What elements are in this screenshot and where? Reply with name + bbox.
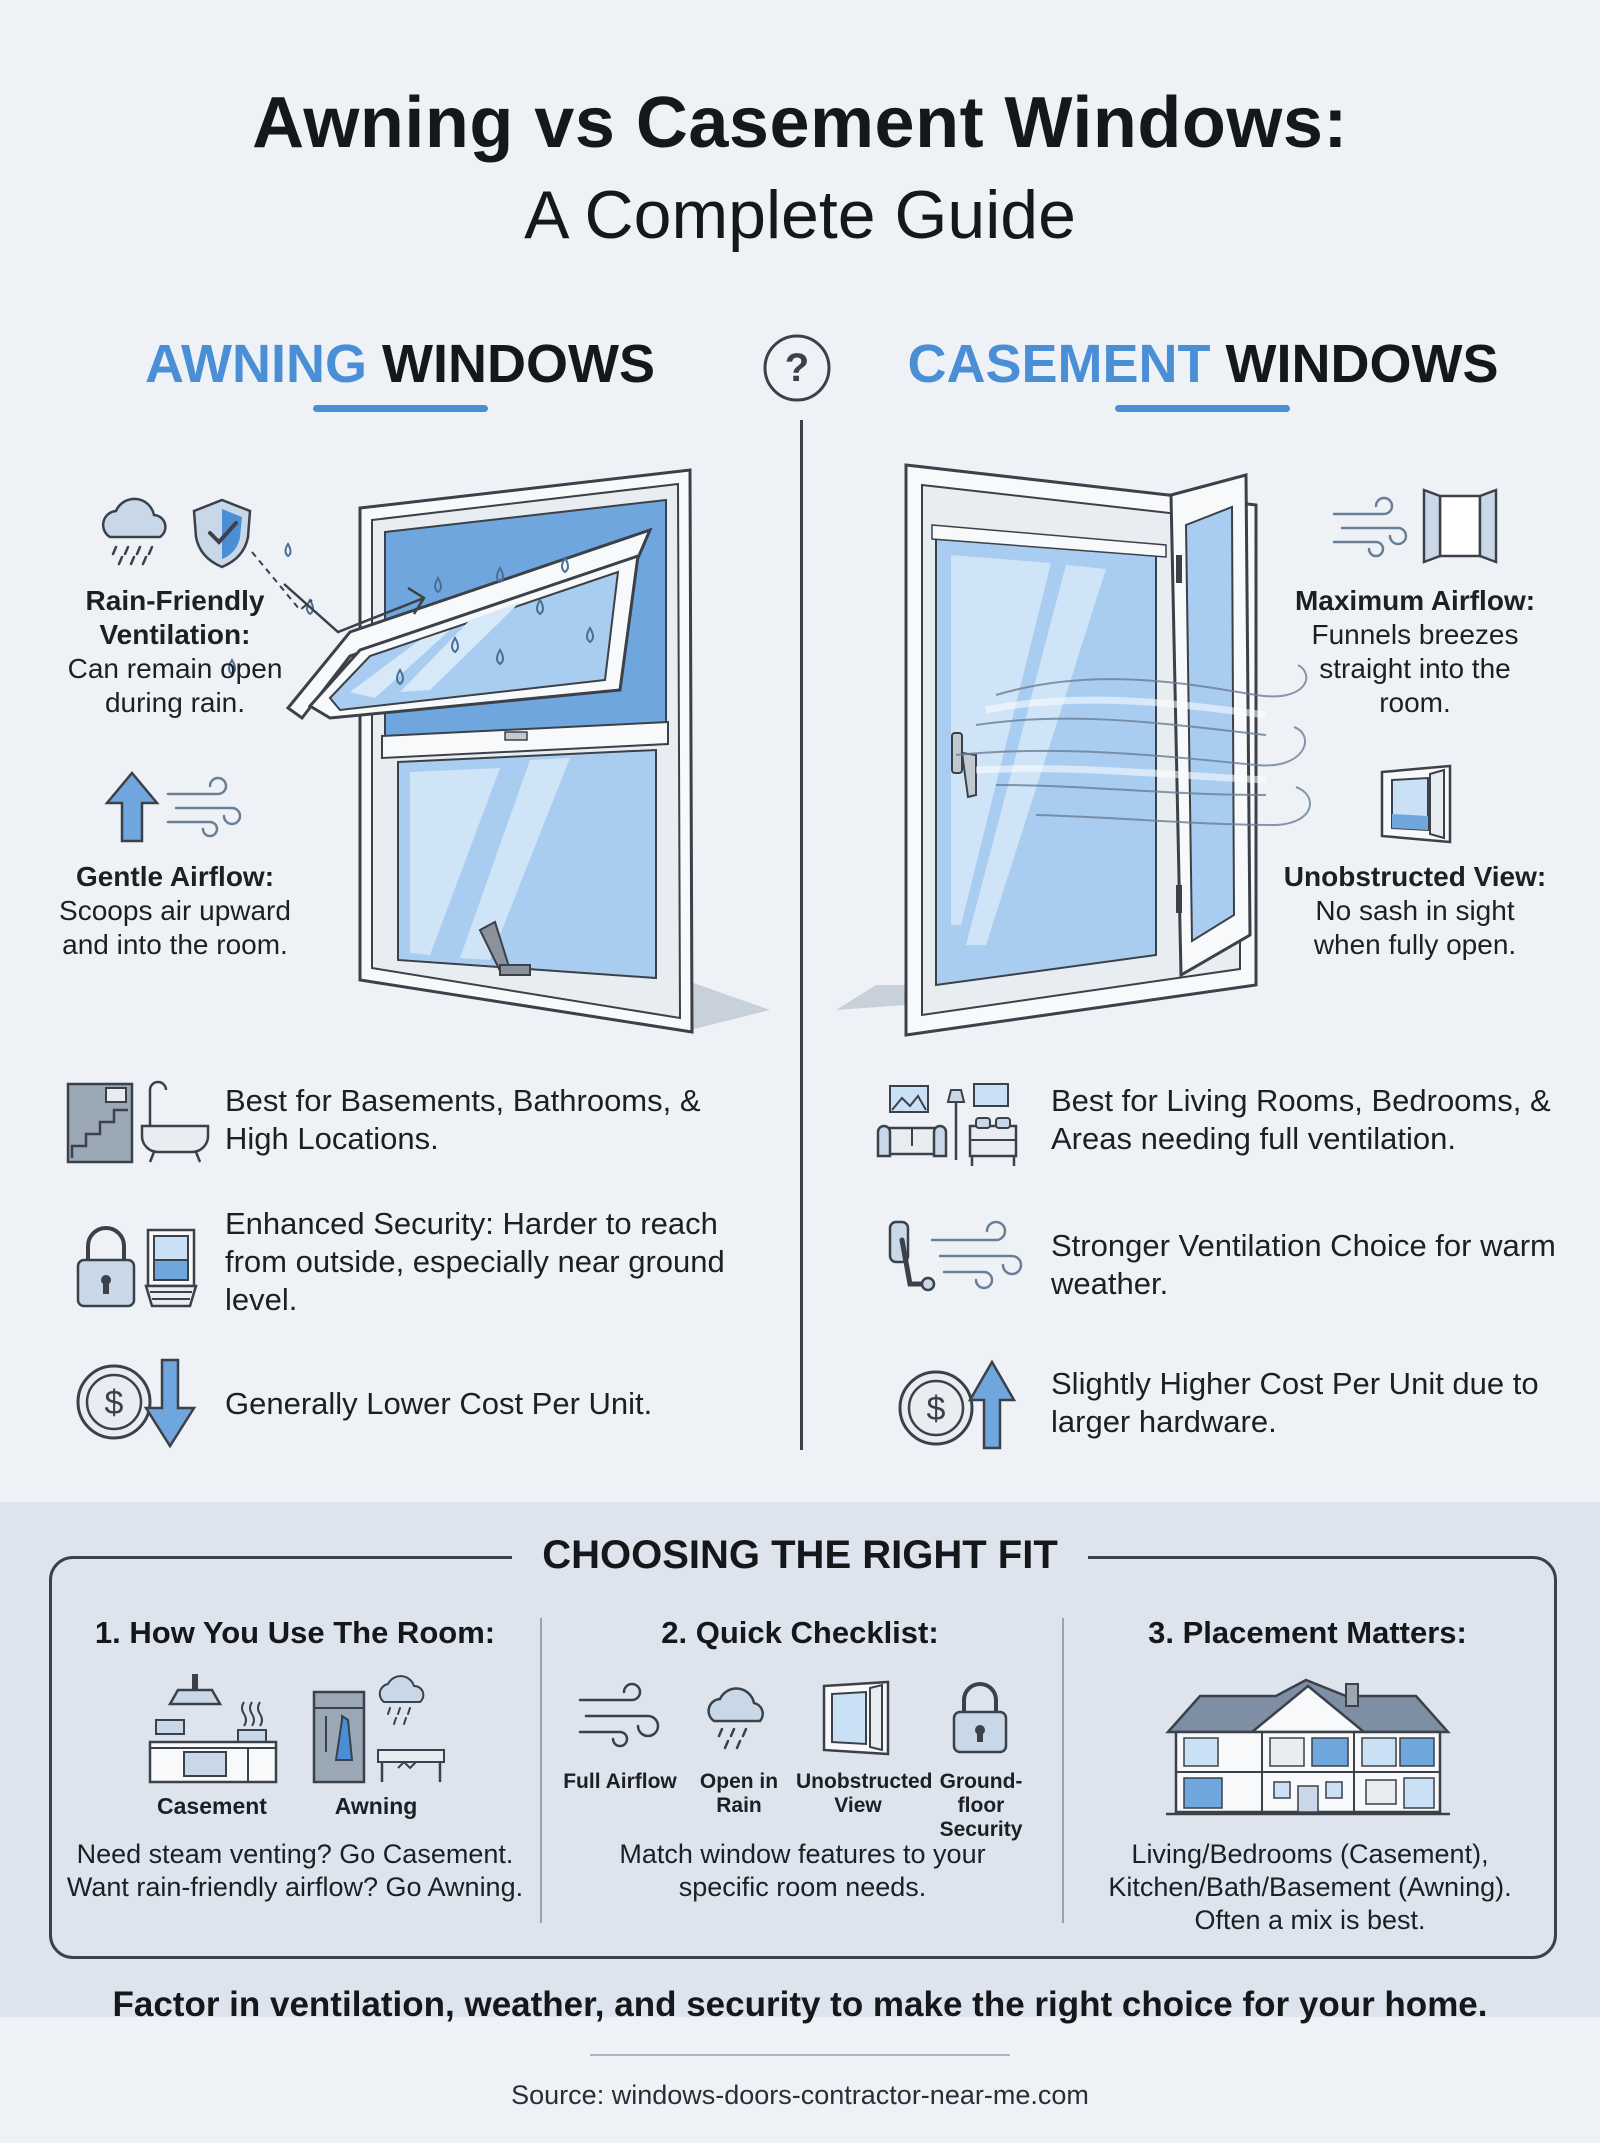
casement-bullet-2: Stronger Ventilation Choice for warm wea… bbox=[1051, 1228, 1556, 1301]
label-casement: Casement bbox=[157, 1793, 267, 1819]
source-text: Source: windows-doors-contractor-near-me… bbox=[511, 2080, 1089, 2110]
choosing-col-1-heading: 1. How You Use The Room: bbox=[94, 1615, 496, 1650]
awning-bullet-2: Enhanced Security: Harder to reach from … bbox=[225, 1206, 725, 1317]
svg-text:$: $ bbox=[105, 1384, 124, 1422]
kitchen-icon bbox=[148, 1674, 278, 1784]
wind-icon bbox=[1332, 496, 1408, 558]
checklist-ground-floor-security: Ground-floor Security bbox=[939, 1770, 1023, 1841]
awning-feature-2-title: Gentle Airflow: bbox=[75, 861, 275, 892]
airflow-icon bbox=[578, 1682, 660, 1748]
casement-bullet-3: Slightly Higher Cost Per Unit due to lar… bbox=[1051, 1366, 1539, 1439]
checklist-full-airflow: Full Airflow bbox=[563, 1770, 677, 1793]
dollar-down-icon: $ bbox=[76, 1358, 197, 1449]
wind-icon bbox=[166, 776, 242, 838]
choosing-col-3-heading: 3. Placement Matters: bbox=[1148, 1615, 1467, 1650]
casement-feature-1-body: Funnels breezes straight into the room. bbox=[1311, 619, 1519, 718]
label-awning: Awning bbox=[334, 1793, 418, 1819]
sofa-bed-icon bbox=[876, 1083, 1018, 1166]
casement-heading: CASEMENT WINDOWS bbox=[907, 334, 1499, 394]
svg-text:?: ? bbox=[785, 346, 809, 390]
shield-check-icon bbox=[192, 498, 252, 569]
rain-cloud-icon bbox=[707, 1687, 764, 1750]
window-view-icon bbox=[1380, 764, 1452, 844]
rain-cloud-icon bbox=[101, 497, 167, 566]
padlock-icon bbox=[952, 1682, 1008, 1754]
casement-feature-2-title: Unobstructed View: bbox=[1283, 861, 1547, 892]
choosing-col-1-desc: Need steam venting? Go Casement. Want ra… bbox=[66, 1839, 524, 1902]
column-separator bbox=[540, 1618, 542, 1923]
house-icon bbox=[1165, 1678, 1451, 1816]
choosing-col-2-heading: 2. Quick Checklist: bbox=[661, 1615, 939, 1650]
center-divider bbox=[800, 420, 803, 1450]
page-title: Awning vs Casement Windows: bbox=[252, 83, 1348, 163]
choosing-col-3-desc: Living/Bedrooms (Casement), Kitchen/Bath… bbox=[1108, 1839, 1512, 1935]
crank-wind-icon bbox=[888, 1220, 1023, 1292]
lock-window-icon bbox=[76, 1226, 198, 1308]
awning-window-illustration bbox=[228, 468, 770, 1034]
dollar-up-icon: $ bbox=[898, 1359, 1017, 1450]
casement-window-illustration bbox=[836, 463, 1311, 1037]
casement-feature-1-title: Maximum Airflow: bbox=[1294, 585, 1536, 616]
question-circle-icon: ? bbox=[763, 334, 831, 402]
arrow-up-icon bbox=[104, 771, 160, 843]
open-window-icon bbox=[1422, 488, 1498, 564]
awning-heading: AWNING WINDOWS bbox=[145, 334, 655, 394]
awning-feature-1-title: Rain-Friendly Ventilation: bbox=[85, 585, 265, 650]
casement-feature-2-body: No sash in sight when fully open. bbox=[1313, 895, 1517, 960]
choosing-col-2-desc: Match window features to your specific r… bbox=[619, 1839, 986, 1902]
checklist-unobstructed-view: Unobstructed View bbox=[796, 1770, 933, 1817]
awning-feature-1-body: Can remain open during rain. bbox=[67, 653, 283, 718]
choosing-title: CHOOSING THE RIGHT FIT bbox=[0, 1533, 1600, 1578]
stairs-bathtub-icon bbox=[66, 1080, 210, 1164]
unobstructed-window-icon bbox=[822, 1680, 890, 1756]
page-subtitle: A Complete Guide bbox=[524, 177, 1076, 253]
footer-divider bbox=[590, 2054, 1010, 2056]
bathroom-rain-icon bbox=[312, 1675, 445, 1784]
awning-bullet-1: Best for Basements, Bathrooms, & High Lo… bbox=[225, 1083, 701, 1156]
column-separator bbox=[1062, 1618, 1064, 1923]
svg-text:$: $ bbox=[927, 1390, 946, 1428]
checklist-open-in-rain: Open in Rain bbox=[699, 1770, 779, 1817]
awning-bullet-3: Generally Lower Cost Per Unit. bbox=[225, 1386, 653, 1421]
awning-heading-underline bbox=[313, 405, 488, 412]
awning-feature-2-body: Scoops air upward and into the room. bbox=[59, 895, 291, 960]
casement-heading-underline bbox=[1115, 405, 1290, 412]
footer-tagline: Factor in ventilation, weather, and secu… bbox=[112, 1985, 1488, 2024]
casement-bullet-1: Best for Living Rooms, Bedrooms, & Areas… bbox=[1051, 1083, 1551, 1156]
